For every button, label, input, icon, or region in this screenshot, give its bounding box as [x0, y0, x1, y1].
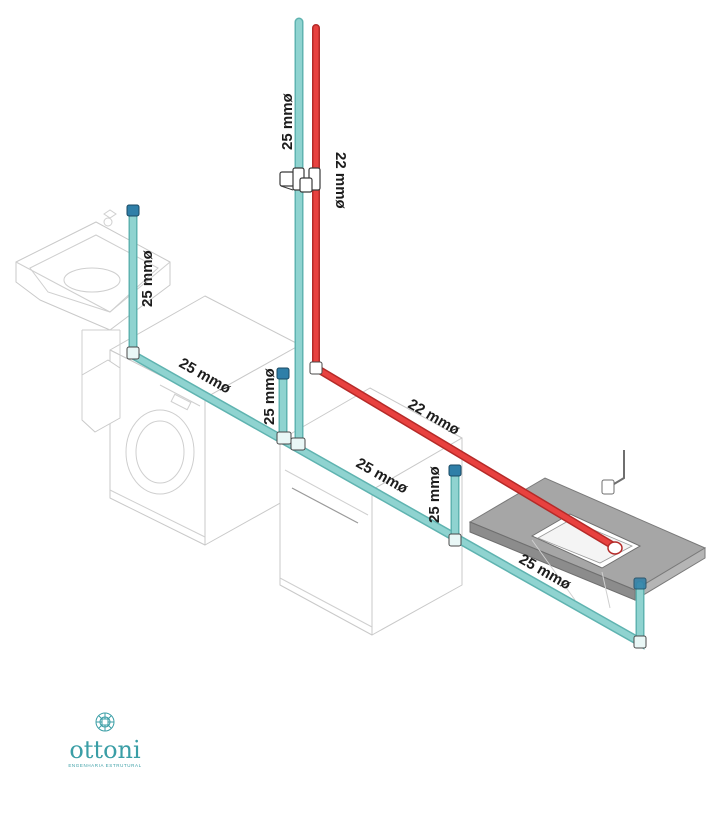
label-basin-drop: 25 mmø [139, 249, 156, 307]
outlet-valves [126, 204, 647, 590]
ottoni-emblem-icon [95, 712, 115, 732]
label-dishwasher-drop: 25 mmø [426, 465, 443, 523]
ottoni-logo: ottoni ENGENHARIA ESTRUTURAL [68, 712, 141, 768]
label-washer-drop: 25 mmø [261, 367, 278, 425]
pipe-fittings [126, 346, 647, 649]
dishwasher [279, 387, 463, 636]
cold-water-pipes [128, 17, 645, 650]
label-riser-hot: 22 mmø [332, 152, 349, 210]
label-riser-cold: 25 mmø [279, 92, 296, 150]
brand-name: ottoni [69, 736, 141, 764]
shutoff-valves [279, 167, 321, 193]
brand-tagline: ENGENHARIA ESTRUTURAL [68, 763, 141, 768]
